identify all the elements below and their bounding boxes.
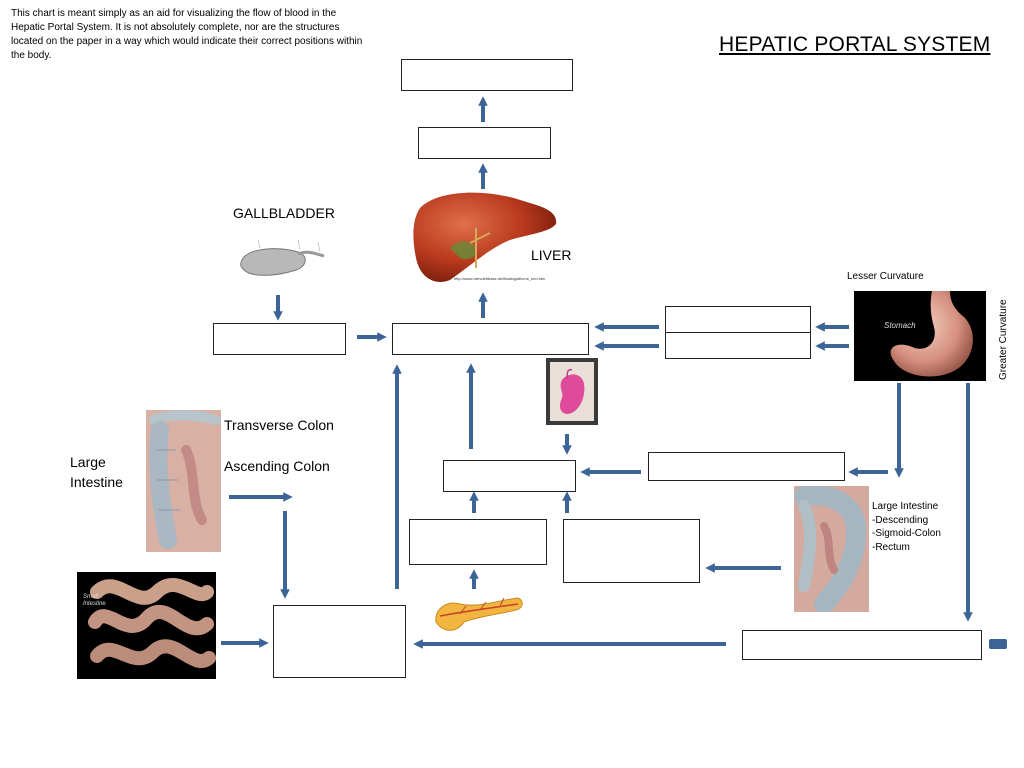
large-intestine-right-drawing [794, 486, 869, 612]
stomach-drawing [890, 291, 973, 377]
pancreas-drawing [435, 597, 523, 631]
large-intestine-label: Large Intestine [70, 454, 123, 490]
small-intestine-drawing [88, 578, 216, 668]
gallbladder-label: GALLBLADDER [233, 205, 335, 221]
transverse-colon-label: Transverse Colon [224, 417, 334, 433]
blank-box-gallbladder[interactable] [213, 323, 346, 355]
lesser-curvature-label: Lesser Curvature [847, 271, 924, 282]
gallbladder-drawing [240, 239, 325, 276]
large-intestine-right-image [794, 486, 869, 612]
liver-image: http://www.rdevdebbase.de/fitads/gallbcn… [410, 188, 560, 288]
ascending-colon-label: Ascending Colon [224, 458, 330, 474]
small-intestine-image: Small Intestine [77, 572, 216, 679]
pancreas-image [430, 592, 525, 636]
blank-box-pancreas-left[interactable] [409, 519, 547, 565]
blank-box-splenic[interactable] [648, 452, 845, 481]
blank-box-middle[interactable] [443, 460, 576, 492]
small-intestine-tag: Small Intestine [83, 594, 106, 607]
large-intestine-part-rectum: -Rectum [872, 541, 910, 553]
large-intestine-part-title: Large Intestine [872, 501, 939, 512]
large-intestine-left-drawing [146, 410, 221, 552]
spleen-drawing [560, 368, 585, 414]
connector-stub [989, 639, 1007, 649]
liver-label: LIVER [531, 247, 572, 263]
page-title: HEPATIC PORTAL SYSTEM [719, 33, 991, 56]
large-intestine-part-sigmoid: -Sigmoid-Colon [872, 528, 941, 539]
blank-box-superior-mesenteric[interactable] [273, 605, 406, 678]
intro-note: This chart is meant simply as an aid for… [11, 8, 363, 61]
gallbladder-image [238, 236, 328, 281]
large-intestine-part-descending: -Descending [872, 514, 929, 526]
blank-box-upper[interactable] [418, 127, 551, 159]
large-intestine-left-image [146, 410, 221, 552]
liver-drawing [413, 192, 557, 282]
liver-credit: http://www.rdevdebbase.de/fitads/gallbcn… [454, 276, 546, 281]
blank-box-top[interactable] [401, 59, 573, 91]
blank-box-stomach-lower[interactable] [665, 332, 811, 359]
blank-box-portal-vein[interactable] [392, 323, 589, 355]
spleen-image [546, 358, 598, 425]
large-intestine-parts: Large Intestine -Descending -Sigmoid-Col… [872, 500, 941, 554]
blank-box-pancreas-right[interactable] [563, 519, 700, 583]
blank-box-inferior-mesenteric[interactable] [742, 630, 982, 660]
stomach-tag: Stomach [884, 321, 916, 330]
stomach-image: Stomach [854, 291, 986, 381]
